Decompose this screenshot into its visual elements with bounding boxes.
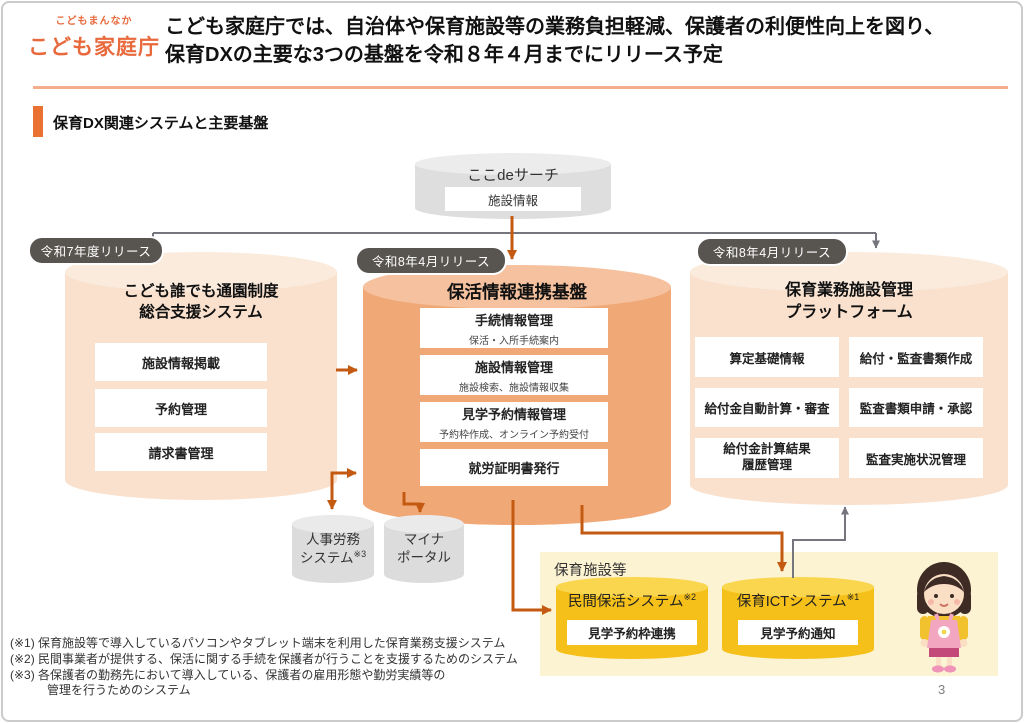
feature-box: 就労証明書発行 [420, 449, 608, 486]
feature-box: 監査実施状況管理 [849, 438, 983, 478]
feature-box: 請求書管理 [95, 433, 267, 471]
right-cylinder-title: 保育業務施設管理 プラットフォーム [690, 280, 1008, 323]
myna-portal-label: マイナ ポータル [384, 515, 464, 583]
headline: こども家庭庁では、自治体や保育施設等の業務負担軽減、保護者の利便性向上を図り、 … [165, 14, 1015, 69]
header-divider [33, 86, 1008, 89]
feature-label: 施設情報管理 [474, 359, 553, 375]
feature-box: 給付金自動計算・審査 [695, 388, 839, 427]
right-title-line1: 保育業務施設管理 [784, 282, 913, 299]
footnote-3b: 管理を行うためのシステム [47, 683, 191, 698]
here-de-search-cylinder: ここdeサーチ 施設情報 [415, 153, 611, 219]
feature-sub: 予約枠作成、オンライン予約受付 [439, 429, 589, 441]
right-title-line2: プラットフォーム [785, 303, 913, 321]
feature-sub: 施設検索、施設情報収集 [459, 382, 569, 394]
center-cylinder-title: 保活情報連携基盤 [447, 282, 587, 302]
here-de-search-title: ここdeサーチ [467, 167, 559, 184]
feature-box: 給付・監査書類作成 [849, 337, 983, 377]
myna-portal-cylinder: マイナ ポータル [384, 515, 464, 583]
release-badge-center: 令和8年4月リリース [355, 246, 507, 275]
section-marker [33, 106, 43, 137]
headline-line2: 保育DXの主要な3つの基盤を令和８年４月までにリリース予定 [165, 43, 723, 66]
left-cylinder-title: こども誰でも通園制度 総合支援システム [65, 282, 337, 324]
logo-tagline: こどもまんなか [55, 16, 133, 27]
feature-sub: 保活・入所手続案内 [469, 335, 559, 347]
footnote-2: (※2) 民間事業者が提供する、保活に関する手続を保護者が行うことを支援するため… [10, 651, 518, 666]
agency-logo: こどもまんなか こども家庭庁 [28, 12, 160, 61]
feature-label: 手続情報管理 [474, 312, 553, 328]
hr-labor-system-label: 人事労務 システム※3 [292, 515, 374, 583]
left-title-line1: こども誰でも通園制度 [123, 283, 279, 300]
kodomo-daredemo-cylinder: こども誰でも通園制度 総合支援システム 施設情報掲載 予約管理 請求書管理 [65, 252, 337, 500]
child-illustration [917, 562, 971, 673]
myna-line1: マイナ [403, 532, 445, 548]
page-number: 3 [938, 682, 946, 697]
footnote-1: (※1) 保育施設等で導入しているパソコンやタブレット端末を利用した保育業務支援… [10, 636, 506, 650]
feature-box: 見学予約情報管理 予約枠作成、オンライン予約受付 [420, 402, 608, 442]
section-title: 保育DX関連システムと主要基盤 [53, 115, 269, 132]
feature-label: 就労証明書発行 [468, 461, 560, 476]
logo-title: こども家庭庁 [28, 36, 160, 59]
reservation-notice-box: 見学予約通知 [738, 620, 858, 645]
ict-system-title: 保育ICTシステム※1 [736, 592, 860, 610]
feature-label: 見学予約情報管理 [461, 406, 566, 422]
feature-box: 施設情報掲載 [95, 343, 267, 381]
feature-box: 算定基礎情報 [695, 337, 839, 377]
hr-labor-system-cylinder: 人事労務 システム※3 [292, 515, 374, 583]
myna-line2: ポータル [397, 550, 451, 565]
feature-box: 監査書類申請・承認 [849, 388, 983, 427]
hoiku-gyomu-platform-cylinder: 保育業務施設管理 プラットフォーム 算定基礎情報 給付・監査書類作成 給付金自動… [690, 252, 1008, 505]
feature-box: 予約管理 [95, 389, 267, 427]
hr-line1: 人事労務 [306, 532, 360, 548]
hoiku-ict-system-cylinder: 保育ICTシステム※1 見学予約通知 [722, 577, 874, 659]
hr-line2: システム※3 [299, 548, 367, 566]
private-hokatsu-system-cylinder: 民間保活システム※2 見学予約枠連携 [556, 577, 708, 659]
release-badge-left: 令和7年度リリース [28, 236, 164, 265]
feature-box: 手続情報管理 保活・入所手続案内 [420, 308, 608, 348]
footnotes: (※1) 保育施設等で導入しているパソコンやタブレット端末を利用した保育業務支援… [10, 636, 518, 699]
facility-info-box: 施設情報 [445, 187, 581, 211]
feature-box: 施設情報管理 施設検索、施設情報収集 [420, 355, 608, 395]
headline-line1: こども家庭庁では、自治体や保育施設等の業務負担軽減、保護者の利便性向上を図り、 [165, 16, 945, 38]
reservation-link-box: 見学予約枠連携 [567, 620, 697, 645]
feature-box: 給付金計算結果 履歴管理 [695, 438, 839, 478]
private-system-title: 民間保活システム※2 [567, 592, 697, 610]
footnote-3: (※3) 各保護者の勤務先において導入している、保護者の雇用形態や勤労実績等の [10, 667, 446, 682]
hokatsu-platform-cylinder: 保活情報連携基盤 手続情報管理 保活・入所手続案内 施設情報管理 施設検索、施設… [363, 265, 671, 525]
release-badge-right: 令和8年4月リリース [696, 237, 848, 266]
left-title-line2: 総合支援システム [139, 303, 263, 321]
